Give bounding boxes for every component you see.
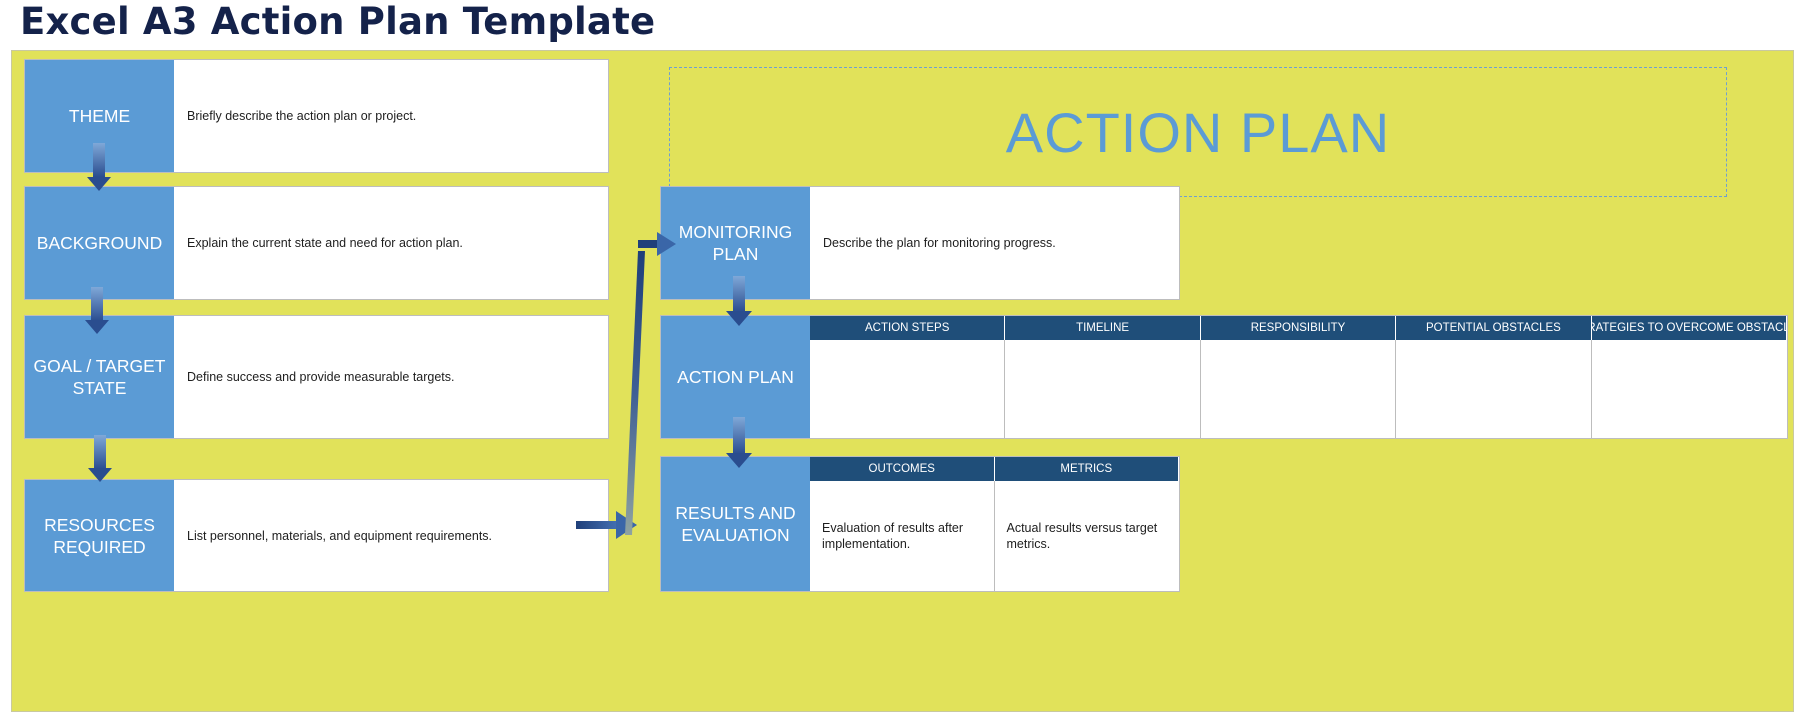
- a3-board: THEME Briefly describe the action plan o…: [11, 50, 1794, 712]
- action-steps-cell[interactable]: [810, 340, 1006, 438]
- arrow-down-icon: [88, 435, 112, 482]
- background-label: BACKGROUND: [25, 187, 174, 299]
- page-title: Excel A3 Action Plan Template: [20, 0, 656, 43]
- results-section: RESULTS AND EVALUATION OUTCOMES METRICS …: [660, 456, 1180, 592]
- banner-title: ACTION PLAN: [1005, 100, 1391, 164]
- strategies-cell[interactable]: [1591, 340, 1787, 438]
- monitoring-description[interactable]: Describe the plan for monitoring progres…: [823, 236, 1056, 250]
- responsibility-cell[interactable]: [1200, 340, 1397, 438]
- metrics-header: METRICS: [994, 457, 1179, 481]
- theme-label: THEME: [25, 60, 174, 172]
- goal-label: GOAL / TARGET STATE: [25, 316, 174, 438]
- outcomes-cell[interactable]: Evaluation of results after implementati…: [810, 481, 995, 591]
- responsibility-header: RESPONSIBILITY: [1200, 316, 1397, 340]
- results-label: RESULTS AND EVALUATION: [661, 457, 810, 591]
- theme-description[interactable]: Briefly describe the action plan or proj…: [187, 109, 417, 123]
- results-table: OUTCOMES METRICS Evaluation of results a…: [810, 457, 1179, 591]
- monitoring-label: MONITORING PLAN: [661, 187, 810, 299]
- action-plan-label: ACTION PLAN: [661, 316, 810, 438]
- timeline-header: TIMELINE: [1005, 316, 1201, 340]
- metrics-cell[interactable]: Actual results versus target metrics.: [994, 481, 1179, 591]
- background-description[interactable]: Explain the current state and need for a…: [187, 236, 463, 250]
- potential-obstacles-cell[interactable]: [1396, 340, 1592, 438]
- monitoring-section: MONITORING PLAN Describe the plan for mo…: [660, 186, 1180, 300]
- theme-section: THEME Briefly describe the action plan o…: [24, 59, 609, 173]
- action-plan-section: ACTION PLAN ACTION STEPS TIMELINE RESPON…: [660, 315, 1788, 439]
- resources-label: RESOURCES REQUIRED: [25, 480, 174, 591]
- resources-description[interactable]: List personnel, materials, and equipment…: [187, 528, 493, 543]
- goal-section: GOAL / TARGET STATE Define success and p…: [24, 315, 609, 439]
- background-section: BACKGROUND Explain the current state and…: [24, 186, 609, 300]
- timeline-cell[interactable]: [1005, 340, 1201, 438]
- resources-section: RESOURCES REQUIRED List personnel, mater…: [24, 479, 609, 592]
- potential-obstacles-header: POTENTIAL OBSTACLES: [1396, 316, 1592, 340]
- action-plan-banner: ACTION PLAN: [669, 67, 1727, 197]
- action-steps-header: ACTION STEPS: [810, 316, 1006, 340]
- strategies-header: STRATEGIES TO OVERCOME OBSTACLES: [1591, 316, 1787, 340]
- action-plan-table: ACTION STEPS TIMELINE RESPONSIBILITY POT…: [810, 316, 1787, 438]
- goal-description[interactable]: Define success and provide measurable ta…: [187, 370, 455, 384]
- outcomes-header: OUTCOMES: [810, 457, 995, 481]
